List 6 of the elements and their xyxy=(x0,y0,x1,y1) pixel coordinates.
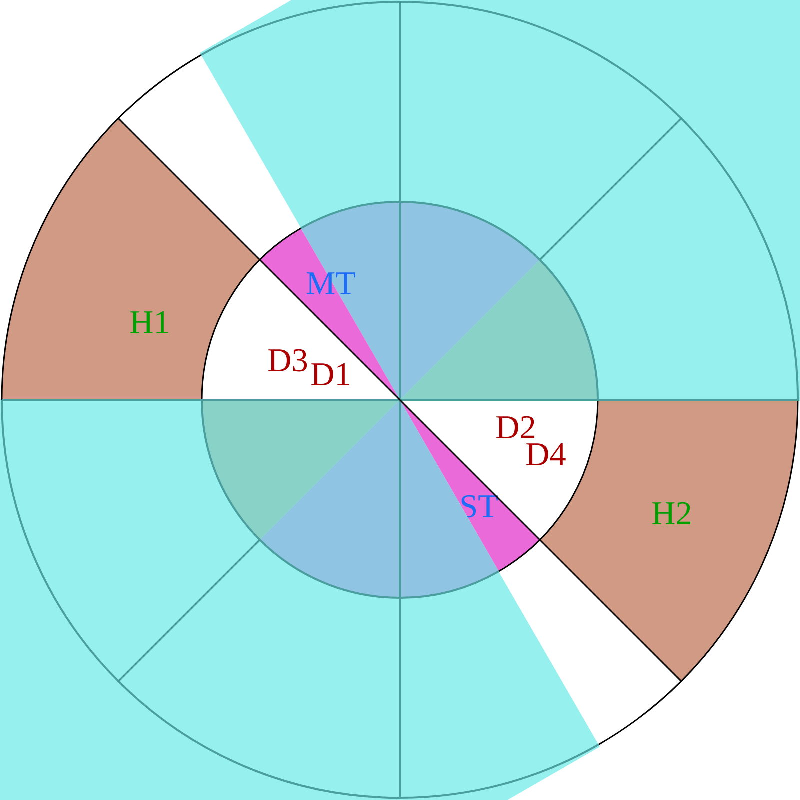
sector-label: D2 xyxy=(496,416,535,438)
sector: H1 xyxy=(2,118,260,400)
sector xyxy=(400,260,598,400)
sector-label: D1 xyxy=(312,363,350,386)
sector xyxy=(202,400,400,540)
sector-label: D3 xyxy=(268,349,308,372)
